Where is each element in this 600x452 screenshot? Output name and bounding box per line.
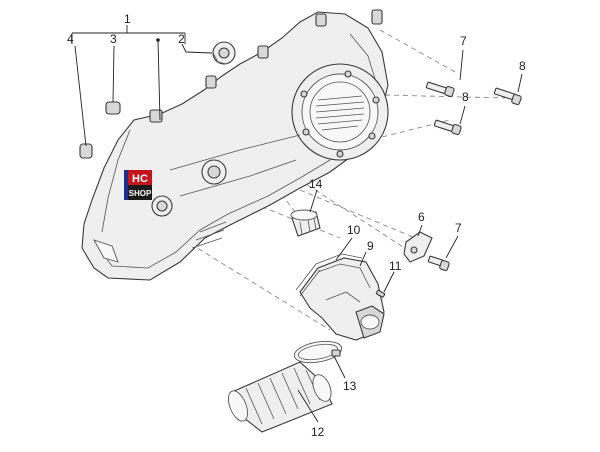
callout-4: 4 — [67, 32, 74, 46]
filter-element — [290, 209, 321, 237]
callout-8b: 8 — [462, 90, 469, 104]
logo-stripe-middle — [128, 170, 152, 185]
callout-7a: 7 — [460, 34, 467, 48]
bolt-7-lower — [427, 255, 450, 272]
dowel-pin-4 — [79, 143, 93, 159]
cover-mounting-bosses — [149, 9, 383, 123]
callout-9: 9 — [367, 239, 374, 253]
mounting-bracket — [403, 231, 433, 263]
bolt-8-lower — [433, 119, 462, 136]
callout-13: 13 — [343, 379, 357, 393]
callout-6: 6 — [418, 210, 425, 224]
callout-14: 14 — [309, 177, 323, 191]
vent-slots — [315, 95, 365, 131]
oil-seal — [212, 41, 236, 65]
logo-stripe-right — [128, 185, 152, 200]
intake-duct — [299, 257, 385, 341]
transmission-cover — [81, 9, 389, 281]
callout-11: 11 — [389, 259, 402, 273]
duct-gasket — [295, 253, 363, 297]
clutch-vent-dome — [291, 63, 389, 161]
callout-10: 10 — [347, 223, 361, 237]
small-screw — [375, 289, 386, 298]
intake-bellows — [228, 361, 333, 433]
bolt-8-upper — [493, 87, 522, 106]
dowel-pin-3 — [105, 101, 121, 115]
logo-line2: SHOP — [129, 189, 152, 198]
callout-labels: 1 2 3 4 7 8 8 14 10 6 7 9 11 13 12 — [67, 12, 526, 439]
callout-2: 2 — [178, 32, 185, 46]
bellows-ribs — [245, 367, 321, 425]
logo-line1: HC — [132, 173, 148, 185]
hose-clamp — [293, 340, 343, 364]
bolt-7-upper — [425, 81, 455, 98]
callout-12: 12 — [311, 425, 325, 439]
lower-fins — [191, 221, 227, 249]
callout-1: 1 — [124, 12, 131, 26]
leader-lines — [71, 25, 523, 423]
logo-stripe-left — [124, 170, 128, 200]
callout-7b: 7 — [455, 221, 462, 235]
callout-8a: 8 — [519, 59, 526, 73]
hc-shop-logo: HC SHOP — [124, 170, 152, 200]
callout-3: 3 — [110, 32, 117, 46]
